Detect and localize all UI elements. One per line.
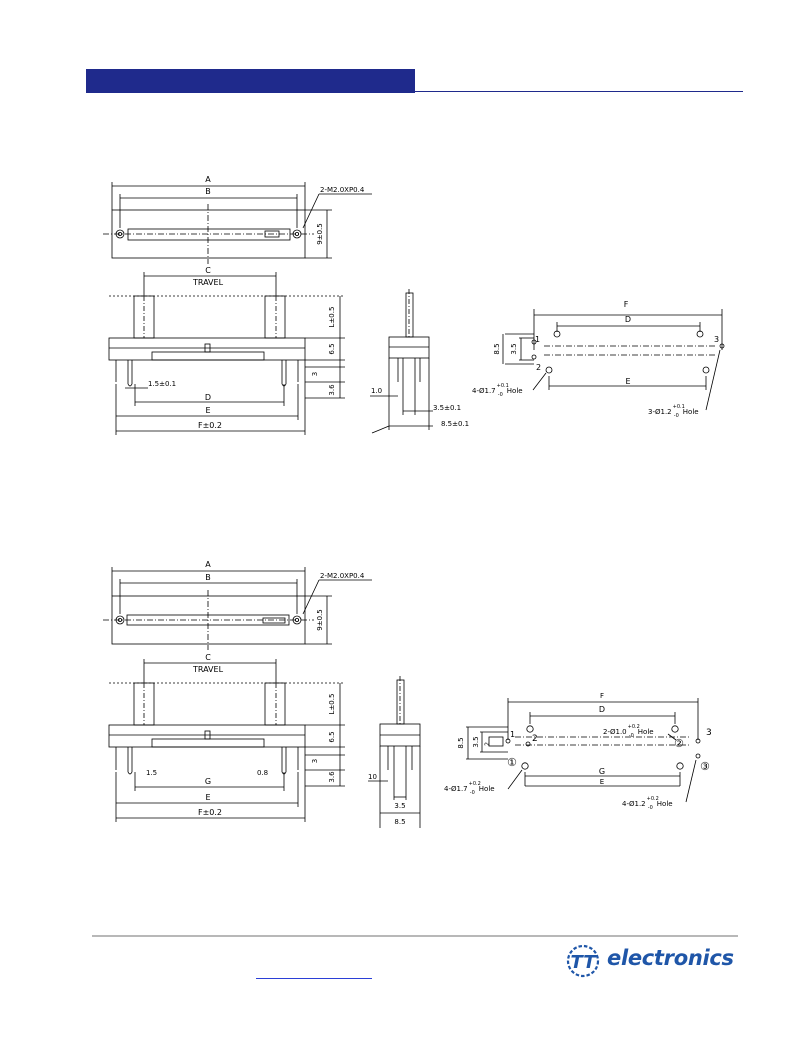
- dim-e-label: E: [205, 406, 210, 415]
- tt-electronics-logo: TT electronics: [562, 940, 742, 980]
- p15-label: 1.5: [146, 769, 157, 777]
- dim-b2-label: B: [205, 573, 211, 582]
- pcb2-f-label: F: [600, 692, 604, 700]
- pcb2-h85-label: 8.5: [457, 737, 465, 748]
- side-1mm-label: 1.0: [371, 387, 382, 395]
- dim-c-label: C: [205, 266, 211, 275]
- side-view-2: [368, 676, 421, 828]
- pcb2-circled3: ③: [700, 760, 710, 773]
- lever-label: L±0.5: [328, 307, 336, 328]
- pcb1-pin3: 3: [714, 335, 719, 344]
- side-35-label: 3.5±0.1: [433, 404, 461, 412]
- drawing-2: A B 2-M2.0XP0.4 9±0.5: [103, 560, 712, 828]
- side2-85-label: 8.5: [394, 818, 405, 826]
- dim-a-label: A: [205, 175, 211, 184]
- pcb1-pin1: 1: [535, 335, 540, 344]
- side-85-label: 8.5±0.1: [441, 420, 469, 428]
- top-view-1: [103, 182, 372, 264]
- pcb2-g-label: G: [599, 767, 605, 776]
- h36-label: 3.6: [328, 384, 336, 396]
- dim-f2-label: F±0.2: [198, 808, 222, 817]
- pcb2-pin3: 3: [706, 728, 712, 738]
- tt-logo-mark-icon: TT: [566, 944, 600, 978]
- side2-35-label: 3.5: [394, 802, 405, 810]
- side2-10-label: 10: [368, 773, 377, 781]
- pcb1-h35-label: 3.5: [510, 343, 518, 354]
- pcb1-e-label: E: [625, 377, 630, 386]
- pcb1-h85-label: 8.5: [493, 343, 501, 354]
- dim-g2-label: G: [205, 777, 211, 786]
- side-view-1: [370, 289, 433, 434]
- thread2-label: 2-M2.0XP0.4: [320, 572, 365, 580]
- h3-label: 3: [311, 372, 319, 376]
- height2-label: 9±0.5: [316, 609, 324, 630]
- travel-label: TRAVEL: [192, 278, 224, 287]
- footer-link[interactable]: [256, 966, 372, 979]
- pcb2-e-label: E: [600, 778, 604, 786]
- h3-2-label: 3: [311, 759, 319, 763]
- top-view-2: [103, 567, 372, 650]
- header-rule: [415, 91, 743, 92]
- pcb1-d-label: D: [625, 315, 631, 324]
- logo-mark: TT: [571, 952, 598, 973]
- height-label: 9±0.5: [316, 223, 324, 244]
- p08-label: 0.8: [257, 769, 268, 777]
- lever2-label: L±0.5: [328, 694, 336, 715]
- pcb2-h35-label: 3.5: [472, 736, 480, 747]
- dim-c2-label: C: [205, 653, 211, 662]
- front-view-1: [108, 272, 345, 435]
- pcb-layout-1: [502, 309, 725, 411]
- pcb2-h2-label: 2: [484, 742, 491, 746]
- dim-f-label: F±0.2: [198, 421, 222, 430]
- dim-e2-label: E: [205, 793, 210, 802]
- thread-label: 2-M2.0XP0.4: [320, 186, 365, 194]
- dim-d-label: D: [205, 393, 211, 402]
- dim-a2-label: A: [205, 560, 211, 569]
- pcb-layout-2: [466, 698, 701, 803]
- pcb2-circled2: ②: [674, 737, 684, 750]
- pcb1-f-label: F: [624, 300, 629, 309]
- drawing-1: A B 2-M2.0XP0.4 9±0.5: [103, 175, 725, 435]
- h36-2-label: 3.6: [328, 771, 336, 783]
- front-view-2: [108, 659, 345, 822]
- pcb2-pin2: 2: [532, 734, 538, 744]
- header-bar: [86, 69, 415, 93]
- pcb2-pin1: 1: [510, 730, 515, 739]
- pcb2-d-label: D: [599, 705, 605, 714]
- pcb1-pin2: 2: [536, 363, 541, 372]
- logo-word: electronics: [607, 946, 734, 970]
- h65-label: 6.5: [328, 343, 336, 354]
- h65-2-label: 6.5: [328, 731, 336, 742]
- pcb2-circled1: ①: [507, 756, 517, 769]
- dim-b-label: B: [205, 187, 211, 196]
- travel2-label: TRAVEL: [192, 665, 224, 674]
- footer-rule: [92, 935, 738, 937]
- pin-width-label: 1.5±0.1: [148, 380, 176, 388]
